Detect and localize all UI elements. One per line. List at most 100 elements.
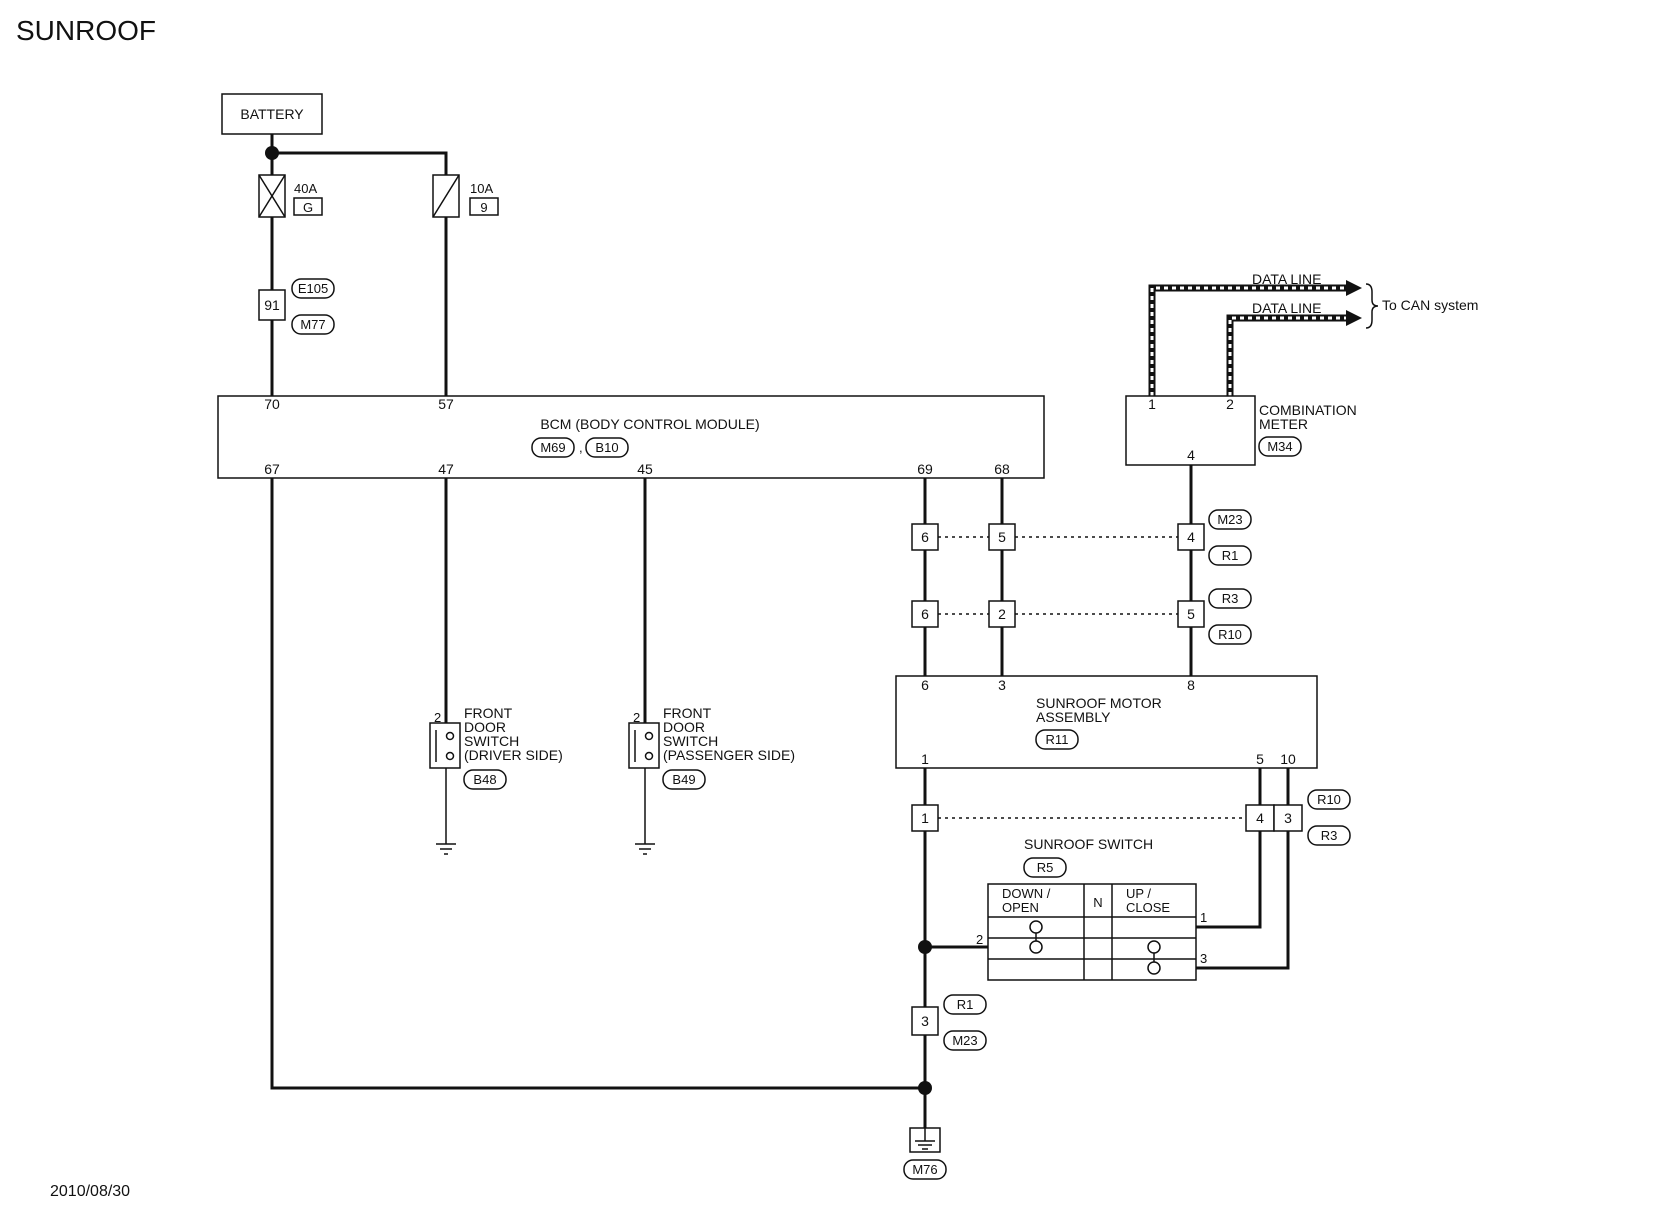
ground-m76: M76 bbox=[903, 1127, 947, 1180]
connector-r3-bottom-label: R3 bbox=[1321, 828, 1338, 843]
ground-icon bbox=[915, 1140, 935, 1150]
fuse-10a: 10A 9 bbox=[432, 174, 499, 218]
fuse-10a-rating: 10A bbox=[470, 181, 493, 196]
driver-switch-line4: (DRIVER SIDE) bbox=[464, 747, 563, 763]
motor-pin-6: 6 bbox=[921, 677, 929, 693]
ground-connector-m76: M76 bbox=[912, 1162, 937, 1177]
junction-r1-m23: 3 R1 M23 bbox=[911, 994, 987, 1051]
fuse-10a-id: 9 bbox=[480, 200, 487, 215]
junction-r10-pin-1: 1 bbox=[921, 810, 929, 826]
connector-e105-label: E105 bbox=[298, 281, 328, 296]
connector-e105-pin: 91 bbox=[264, 297, 280, 313]
junction-m23-r1: 6 5 4 M23 R1 bbox=[911, 509, 1252, 566]
diagram-date: 2010/08/30 bbox=[50, 1183, 130, 1200]
ground-icon bbox=[436, 843, 456, 855]
junction-r3-pin-5: 5 bbox=[1187, 606, 1195, 622]
front-door-switch-passenger: 2 FRONT DOOR SWITCH (PASSENGER SIDE) B49 bbox=[628, 705, 795, 855]
switch-pin-3: 3 bbox=[1200, 951, 1207, 966]
bcm-pin-47: 47 bbox=[438, 461, 454, 477]
bcm-connector-sep: , bbox=[579, 440, 583, 455]
switch-pin-2: 2 bbox=[976, 932, 983, 947]
passenger-switch-line2: DOOR bbox=[663, 719, 705, 735]
junction-r3-pin-6: 6 bbox=[921, 606, 929, 622]
passenger-switch-line1: FRONT bbox=[663, 705, 712, 721]
switch-col-up-2: CLOSE bbox=[1126, 900, 1170, 915]
bcm-connector-b10: B10 bbox=[595, 440, 618, 455]
connector-m23-lower-label: M23 bbox=[952, 1033, 977, 1048]
bcm-connector-m69: M69 bbox=[540, 440, 565, 455]
meter-pin-4: 4 bbox=[1187, 447, 1195, 463]
junction-m23-pin-6: 6 bbox=[921, 529, 929, 545]
can-system-label: To CAN system bbox=[1382, 297, 1478, 313]
switch-pin-1: 1 bbox=[1200, 910, 1207, 925]
bcm-pin-69: 69 bbox=[917, 461, 933, 477]
junction-r10-pin-4: 4 bbox=[1256, 810, 1264, 826]
meter-pin-1: 1 bbox=[1148, 396, 1156, 412]
bcm-module: 70 57 BCM (BODY CONTROL MODULE) M69 , B1… bbox=[217, 395, 1045, 479]
bcm-pin-70: 70 bbox=[264, 396, 280, 412]
bcm-pin-45: 45 bbox=[637, 461, 653, 477]
page-title: SUNROOF bbox=[16, 15, 156, 46]
junction-r3-pin-2: 2 bbox=[998, 606, 1006, 622]
sunroof-switch-connector: R5 bbox=[1037, 860, 1054, 875]
connector-m23-label: M23 bbox=[1217, 512, 1242, 527]
junction-r10-r3: 1 4 3 R10 R3 bbox=[911, 789, 1351, 846]
junction-r1-pin-3: 3 bbox=[921, 1013, 929, 1029]
driver-switch-line2: DOOR bbox=[464, 719, 506, 735]
meter-name-line1: COMBINATION bbox=[1259, 402, 1357, 418]
motor-pin-5: 5 bbox=[1256, 751, 1264, 767]
switch-col-down-1: DOWN / bbox=[1002, 886, 1051, 901]
sunroof-motor-assembly: 6 3 8 SUNROOF MOTOR ASSEMBLY R11 1 5 10 bbox=[895, 675, 1318, 769]
sunroof-switch-name: SUNROOF SWITCH bbox=[1024, 836, 1153, 852]
meter-name-line2: METER bbox=[1259, 416, 1308, 432]
junction-r3-r10: 6 2 5 R3 R10 bbox=[911, 588, 1252, 645]
meter-connector-m34: M34 bbox=[1267, 439, 1292, 454]
data-lines: DATA LINE DATA LINE To CAN system bbox=[1148, 271, 1478, 396]
sunroof-switch: SUNROOF SWITCH R5 DOWN / OPEN N UP / CLO… bbox=[976, 836, 1207, 981]
passenger-switch-connector: B49 bbox=[672, 772, 695, 787]
motor-pin-1: 1 bbox=[921, 751, 929, 767]
motor-pin-3: 3 bbox=[998, 677, 1006, 693]
junction-r10-pin-3: 3 bbox=[1284, 810, 1292, 826]
motor-name-line1: SUNROOF MOTOR bbox=[1036, 695, 1162, 711]
data-line-1-label: DATA LINE bbox=[1252, 271, 1322, 287]
driver-switch-connector: B48 bbox=[473, 772, 496, 787]
connector-e105-m77: 91 E105 M77 bbox=[258, 278, 335, 335]
connector-r1-label: R1 bbox=[1222, 548, 1239, 563]
driver-switch-line3: SWITCH bbox=[464, 733, 519, 749]
switch-col-down-2: OPEN bbox=[1002, 900, 1039, 915]
switch-col-neutral: N bbox=[1093, 895, 1102, 910]
fuse-40a-id: G bbox=[303, 200, 313, 215]
passenger-switch-line4: (PASSENGER SIDE) bbox=[663, 747, 795, 763]
data-line-2-label: DATA LINE bbox=[1252, 300, 1322, 316]
passenger-switch-line3: SWITCH bbox=[663, 733, 718, 749]
ground-icon bbox=[635, 843, 655, 855]
passenger-switch-pin: 2 bbox=[633, 710, 640, 725]
connector-r3-label: R3 bbox=[1222, 591, 1239, 606]
connector-r10-bottom-label: R10 bbox=[1317, 792, 1341, 807]
motor-name-line2: ASSEMBLY bbox=[1036, 709, 1111, 725]
front-door-switch-driver: 2 FRONT DOOR SWITCH (DRIVER SIDE) B48 bbox=[429, 705, 563, 855]
connector-m77-label: M77 bbox=[300, 317, 325, 332]
combination-meter: 1 2 4 COMBINATION METER M34 bbox=[1125, 395, 1357, 466]
battery: BATTERY bbox=[221, 93, 323, 135]
motor-pin-8: 8 bbox=[1187, 677, 1195, 693]
junction-m23-pin-5: 5 bbox=[998, 529, 1006, 545]
meter-pin-2: 2 bbox=[1226, 396, 1234, 412]
fuse-40a: 40A G bbox=[258, 174, 323, 218]
motor-pin-10: 10 bbox=[1280, 751, 1296, 767]
connector-r10-label: R10 bbox=[1218, 627, 1242, 642]
motor-connector-r11: R11 bbox=[1046, 732, 1069, 747]
connector-r1-lower-label: R1 bbox=[957, 997, 974, 1012]
junction-m23-pin-4: 4 bbox=[1187, 529, 1195, 545]
bcm-pin-67: 67 bbox=[264, 461, 280, 477]
battery-label: BATTERY bbox=[240, 106, 304, 122]
driver-switch-pin: 2 bbox=[434, 710, 441, 725]
bcm-pin-57: 57 bbox=[438, 396, 454, 412]
fuse-40a-rating: 40A bbox=[294, 181, 317, 196]
bcm-name: BCM (BODY CONTROL MODULE) bbox=[540, 416, 759, 432]
switch-col-up-1: UP / bbox=[1126, 886, 1151, 901]
bcm-pin-68: 68 bbox=[994, 461, 1010, 477]
driver-switch-line1: FRONT bbox=[464, 705, 513, 721]
